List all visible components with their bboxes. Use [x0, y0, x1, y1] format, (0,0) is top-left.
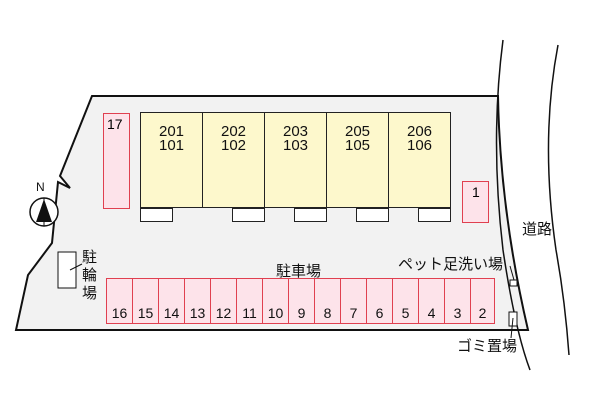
garbage-label: ゴミ置場 [457, 338, 518, 355]
unit-lower: 106 [406, 137, 433, 154]
unit-lower: 101 [158, 137, 185, 154]
bay-number: 6 [375, 305, 384, 321]
bay-number: 1 [472, 184, 480, 200]
pet-wash-label: ペット足洗い場 [398, 256, 504, 273]
parking-bay: 5 [392, 278, 419, 324]
bay-number: 7 [349, 305, 358, 321]
bay-number: 9 [297, 305, 306, 321]
bay-number: 4 [427, 305, 436, 321]
parking-bay: 9 [288, 278, 315, 324]
unit-upper: 203 [282, 123, 309, 140]
road-edge-west [495, 39, 531, 371]
parking-label: 駐車場 [276, 263, 322, 280]
pet-wash-box [509, 279, 518, 287]
bay-number: 16 [111, 305, 128, 321]
bay-number: 3 [453, 305, 462, 321]
unit-upper: 205 [344, 123, 371, 140]
road-edge-east [547, 44, 570, 356]
compass-icon [29, 197, 59, 227]
parking-bay: 8 [314, 278, 341, 324]
parking-bay: 14 [158, 278, 185, 324]
road-label: 道路 [522, 221, 553, 238]
unit-lower: 105 [344, 137, 371, 154]
bay-number: 10 [267, 305, 284, 321]
parking-bay: 6 [366, 278, 393, 324]
unit-lower: 102 [220, 137, 247, 154]
parking-bay: 4 [418, 278, 445, 324]
bicycle-shed [57, 251, 77, 289]
bay-number: 2 [478, 305, 487, 321]
bay-number: 5 [401, 305, 410, 321]
parking-bay: 12 [210, 278, 237, 324]
parking-bay: 3 [444, 278, 471, 324]
parking-bay-17: 17 [103, 113, 130, 209]
bay-number: 12 [215, 305, 232, 321]
bay-number: 14 [163, 305, 180, 321]
bay-number: 8 [323, 305, 332, 321]
parking-bay: 10 [262, 278, 289, 324]
bay-number: 17 [107, 116, 123, 132]
porch [232, 208, 265, 222]
parking-bay: 15 [132, 278, 159, 324]
bicycle-parking-label: 駐輪場 [82, 249, 98, 302]
unit-lower: 103 [282, 137, 309, 154]
parking-bay: 11 [236, 278, 263, 324]
parking-bay-1: 1 [462, 181, 489, 223]
parking-bay: 16 [106, 278, 133, 324]
unit-upper: 202 [220, 123, 247, 140]
bay-number: 11 [242, 305, 257, 321]
porch [356, 208, 389, 222]
bay-number: 15 [137, 305, 154, 321]
parking-bay: 7 [340, 278, 367, 324]
parking-bay: 13 [184, 278, 211, 324]
parking-bay: 2 [470, 278, 495, 324]
unit-upper: 201 [158, 123, 185, 140]
bay-number: 13 [189, 305, 206, 321]
compass-north-label: N [36, 180, 45, 194]
unit-upper: 206 [406, 123, 433, 140]
porch [140, 208, 173, 222]
porch [294, 208, 327, 222]
porch [418, 208, 451, 222]
